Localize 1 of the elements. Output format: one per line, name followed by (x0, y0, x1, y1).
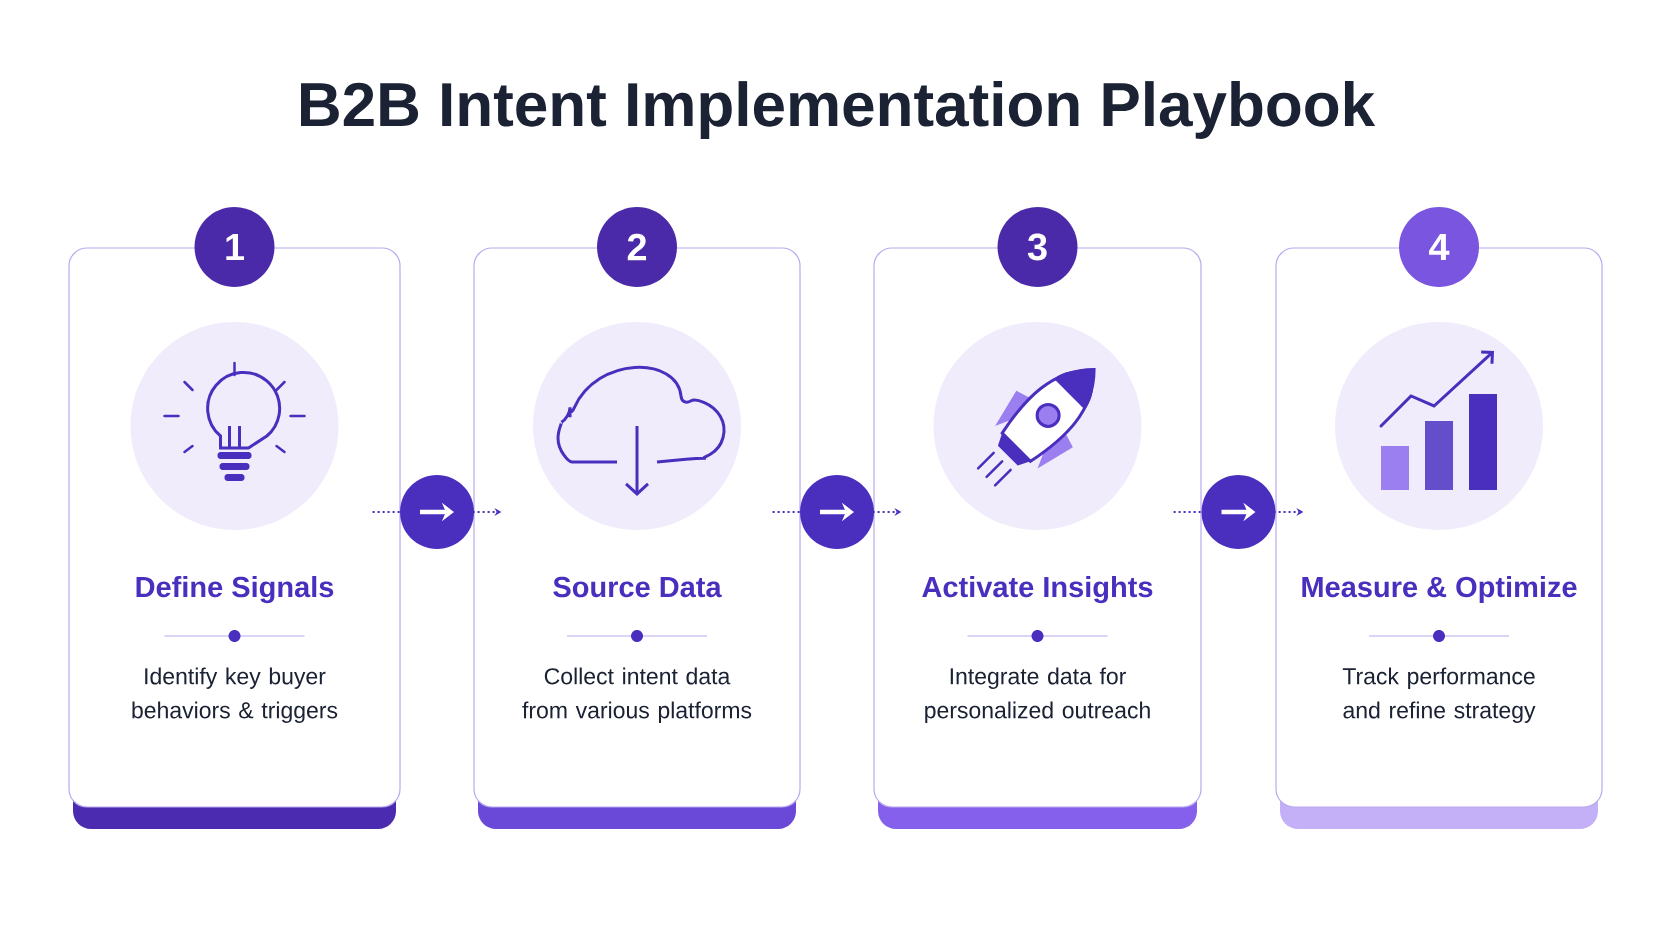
title: B2B Intent Implementation Playbook (301, 81, 1376, 139)
